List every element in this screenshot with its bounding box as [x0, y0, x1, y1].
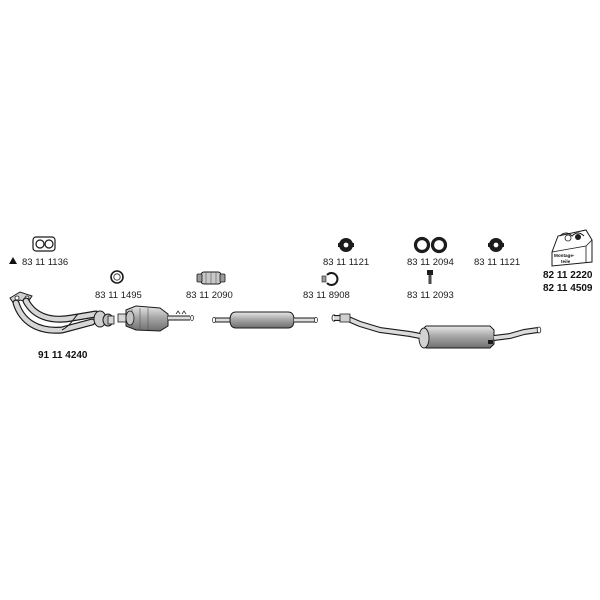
- seal-ring-icon: [110, 270, 124, 284]
- part-number-clamp: 83 11 2090: [186, 290, 233, 301]
- small-clamp-icon: [321, 272, 339, 286]
- part-number-mounting-kit-2: 82 11 4509: [543, 283, 593, 294]
- clamp-icon: [196, 271, 226, 285]
- part-number-gasket-flange: 83 11 1136: [22, 257, 69, 268]
- part-number-bolt: 83 11 2093: [407, 290, 454, 301]
- mounting-kit-box-icon: Montage- teile: [551, 229, 593, 267]
- part-number-hanger-pair: 83 11 2094: [407, 257, 454, 268]
- mounting-kit-box-text-2: teile: [561, 259, 571, 264]
- bolt-icon: [427, 270, 433, 284]
- rubber-hanger-icon: [338, 238, 354, 252]
- part-number-seal-ring: 83 11 1495: [95, 290, 142, 301]
- rubber-hanger-pair-icon: [413, 236, 448, 254]
- gasket-flange-icon: [32, 236, 56, 252]
- part-number-front-pipe: 91 11 4240: [38, 350, 88, 361]
- part-number-hanger-2: 83 11 1121: [474, 257, 521, 268]
- mounting-kit-box-text-1: Montage-: [554, 253, 575, 258]
- part-number-hanger-1: 83 11 1121: [323, 257, 370, 268]
- front-pipe-icon: [9, 291, 115, 334]
- part-number-small-clamp: 83 11 8908: [303, 290, 350, 301]
- triangle-icon: [9, 257, 17, 264]
- part-number-mounting-kit-1: 82 11 2220: [543, 270, 593, 281]
- rear-silencer-icon: [331, 313, 542, 349]
- middle-silencer-icon: [212, 311, 318, 329]
- rubber-hanger-icon: [488, 238, 504, 252]
- catalytic-converter-icon: [117, 305, 194, 332]
